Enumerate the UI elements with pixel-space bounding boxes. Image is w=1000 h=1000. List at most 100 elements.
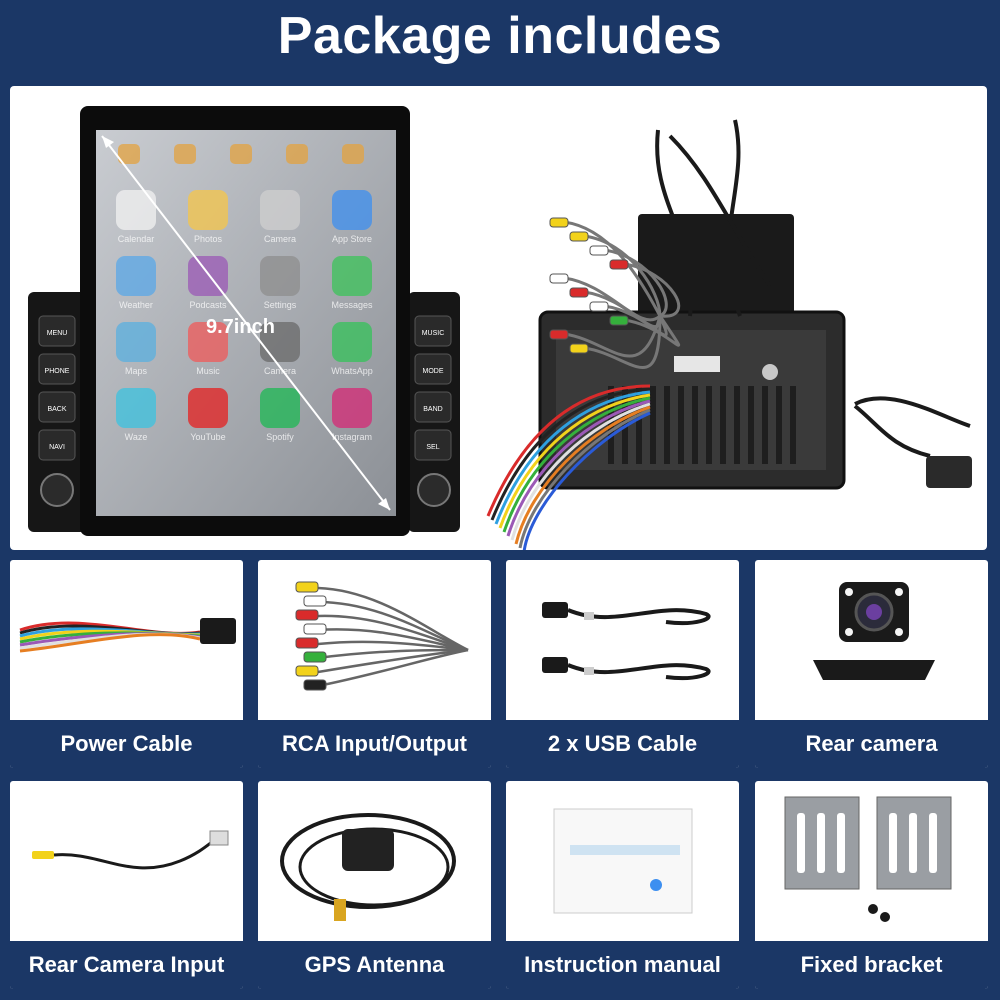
camera-mount-icon bbox=[813, 660, 935, 680]
item-label: Instruction manual bbox=[506, 941, 739, 989]
right-button-label: BAND bbox=[423, 406, 442, 413]
app-label: Calendar bbox=[118, 234, 155, 244]
side-button bbox=[38, 429, 76, 461]
app-label: App Store bbox=[332, 234, 372, 244]
left-button-label: NAVI bbox=[49, 444, 65, 451]
manual-booklet-icon bbox=[553, 808, 693, 914]
left-button-label: MENU bbox=[47, 330, 68, 337]
right-button-label: SEL bbox=[426, 444, 439, 451]
camera-input-cable-icon bbox=[32, 830, 229, 870]
diagonal-arrow bbox=[101, 135, 391, 511]
app-icon bbox=[116, 322, 156, 362]
antenna-port-icon bbox=[762, 364, 778, 380]
usb-plug-icon bbox=[542, 602, 568, 618]
app-icon bbox=[188, 256, 228, 296]
power-cable-icon bbox=[19, 618, 236, 653]
app-icon bbox=[188, 190, 228, 230]
item-label: Rear Camera Input bbox=[10, 941, 243, 989]
package-item-card: RCA Input/Output bbox=[258, 560, 491, 768]
side-button bbox=[414, 391, 452, 423]
rear-housing bbox=[638, 214, 794, 324]
app-icon bbox=[188, 322, 228, 362]
item-label: RCA Input/Output bbox=[258, 720, 491, 768]
app-label: Waze bbox=[125, 432, 148, 442]
app-icon bbox=[260, 190, 300, 230]
app-label: Spotify bbox=[266, 432, 294, 442]
app-icon bbox=[116, 256, 156, 296]
volume-knob-icon bbox=[40, 473, 74, 507]
seek-knob-icon bbox=[417, 473, 451, 507]
side-button bbox=[38, 391, 76, 423]
app-icon bbox=[116, 190, 156, 230]
rca-plug-icon bbox=[609, 315, 629, 326]
rear-camera-icon bbox=[813, 582, 935, 680]
package-item-card: GPS Antenna bbox=[258, 781, 491, 989]
side-button bbox=[38, 315, 76, 347]
app-label: WhatsApp bbox=[331, 366, 373, 376]
package-item-card: Power Cable bbox=[10, 560, 243, 768]
bracket-icon bbox=[784, 796, 952, 922]
rca-cable-icon bbox=[295, 581, 469, 691]
app-label: Weather bbox=[119, 300, 153, 310]
rca-plug-icon bbox=[589, 245, 609, 256]
item-label: 2 x USB Cable bbox=[506, 720, 739, 768]
dock-icon bbox=[230, 144, 252, 164]
app-icon bbox=[260, 322, 300, 362]
dock-icon bbox=[342, 144, 364, 164]
left-button-label: PHONE bbox=[45, 368, 70, 375]
app-icon bbox=[188, 388, 228, 428]
usb-plug-icon bbox=[542, 657, 568, 673]
app-label: Instagram bbox=[332, 432, 372, 442]
page-title: Package includes bbox=[277, 7, 723, 65]
sma-connector-icon bbox=[334, 899, 346, 921]
side-button bbox=[414, 429, 452, 461]
screws-icon bbox=[868, 904, 878, 914]
item-label: Power Cable bbox=[10, 720, 243, 768]
package-item-card: 2 x USB Cable bbox=[506, 560, 739, 768]
left-button-label: BACK bbox=[47, 406, 66, 413]
app-label: YouTube bbox=[190, 432, 225, 442]
app-icon bbox=[332, 190, 372, 230]
app-icon bbox=[332, 388, 372, 428]
app-icon bbox=[116, 388, 156, 428]
app-label: Messages bbox=[331, 300, 373, 310]
package-item-card: Rear camera bbox=[755, 560, 988, 768]
item-label: Rear camera bbox=[755, 720, 988, 768]
app-icon bbox=[332, 322, 372, 362]
screen-size-label: 9.7inch bbox=[206, 316, 275, 338]
rca-plug-icon bbox=[549, 273, 569, 284]
app-label: Maps bbox=[125, 366, 148, 376]
connector-plug bbox=[674, 356, 720, 372]
side-button bbox=[414, 315, 452, 347]
dock-icon bbox=[174, 144, 196, 164]
package-item-card: Rear Camera Input bbox=[10, 781, 243, 989]
rca-plug-icon bbox=[589, 301, 609, 312]
app-label: Camera bbox=[264, 234, 296, 244]
gps-antenna-icon bbox=[280, 813, 456, 921]
app-label: Music bbox=[196, 366, 220, 376]
app-icon bbox=[260, 256, 300, 296]
gps-module-icon bbox=[926, 456, 972, 488]
rca-plug-icon bbox=[569, 231, 589, 242]
right-button-label: MUSIC bbox=[422, 330, 445, 337]
gps-module-icon bbox=[342, 829, 394, 871]
iso-connector-icon bbox=[200, 618, 236, 644]
app-label: Settings bbox=[264, 300, 297, 310]
app-icon bbox=[260, 388, 300, 428]
rca-yellow-plug-icon bbox=[32, 851, 54, 859]
rca-plug-icon bbox=[569, 287, 589, 298]
usb-cable-icon bbox=[542, 602, 711, 680]
package-item-card: Fixed bracket bbox=[755, 781, 988, 989]
rca-plug-icon bbox=[609, 259, 629, 270]
item-label: GPS Antenna bbox=[258, 941, 491, 989]
item-label: Fixed bracket bbox=[755, 941, 988, 989]
app-label: Podcasts bbox=[189, 300, 227, 310]
dock-icon bbox=[286, 144, 308, 164]
side-button bbox=[414, 353, 452, 385]
rca-plug-icon bbox=[549, 217, 569, 228]
package-item-card: Instruction manual bbox=[506, 781, 739, 989]
rca-plug-icon bbox=[569, 343, 589, 354]
